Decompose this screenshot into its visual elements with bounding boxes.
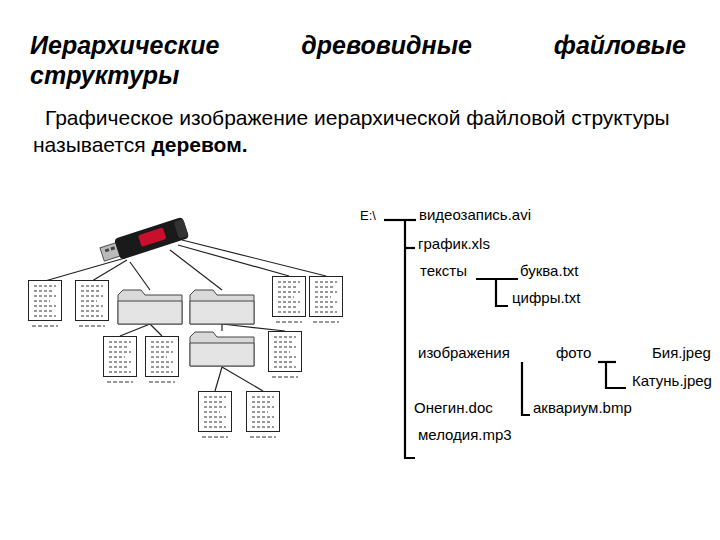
drive-name: E:\ [360, 207, 376, 225]
file-name: тексты [420, 262, 467, 280]
file-name: видеозапись.avi [419, 206, 531, 224]
file-name: Онегин.doc [414, 399, 493, 417]
file-name: Бия.jpeg [652, 344, 711, 362]
file-name: аквариум.bmp [533, 399, 632, 417]
definition-text: Графическое изображение иерархической фа… [33, 104, 673, 158]
file-name: изображения [418, 344, 510, 362]
file-name: Катунь.jpeg [632, 372, 712, 390]
slide-title: Иерархические древовидные файловые струк… [30, 30, 686, 90]
file-name: цифры.txt [512, 289, 580, 307]
file-name: мелодия.mp3 [418, 426, 512, 444]
file-name: фото [556, 344, 591, 362]
file-name: буква.txt [520, 262, 578, 280]
defined-term: деревом. [151, 133, 247, 156]
file-name: график.xls [418, 235, 490, 253]
definition-sentence: Графическое изображение иерархической фа… [33, 106, 670, 156]
